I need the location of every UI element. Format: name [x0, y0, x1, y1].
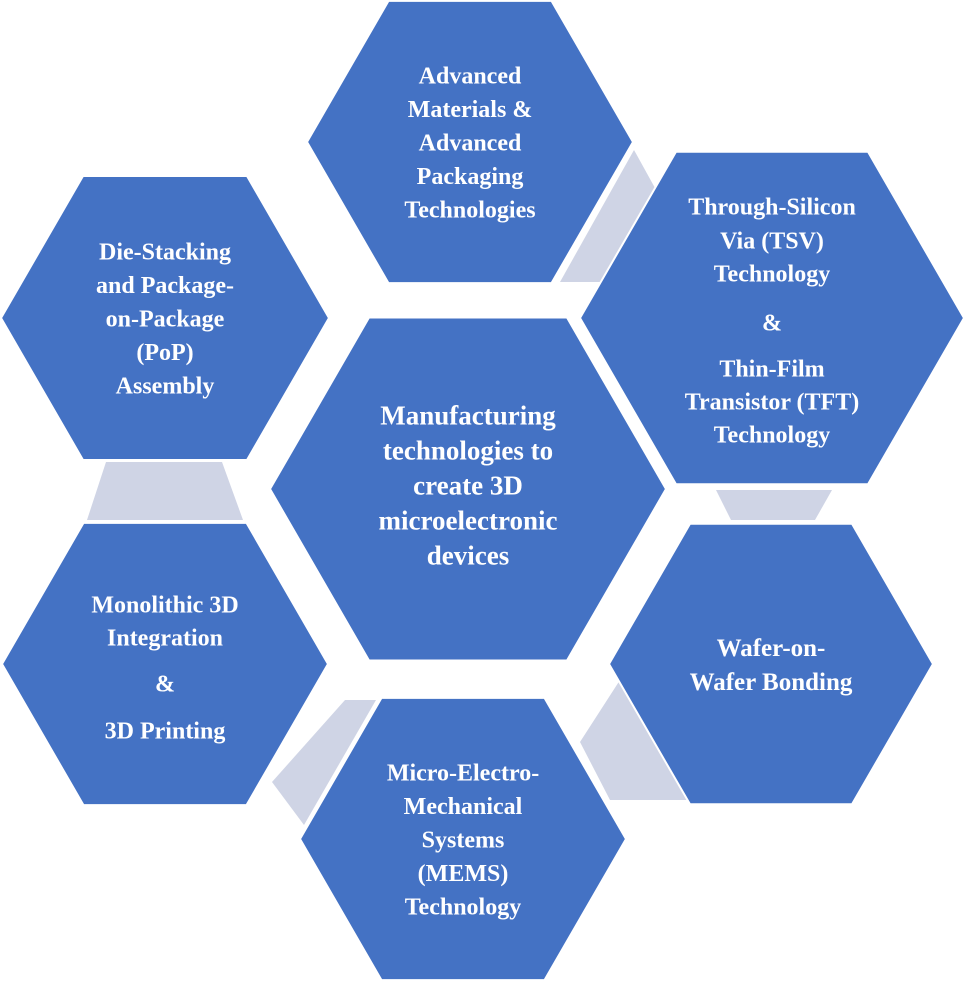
connector-mems-mono — [272, 700, 376, 825]
hexagon-label-line: Monolithic 3D — [91, 592, 238, 618]
connectors-layer — [87, 150, 832, 825]
hexagon-label-line: create 3D — [413, 470, 523, 500]
hexagon-shape-advanced-materials — [305, 0, 635, 285]
hexagon-label-line: Assembly — [116, 373, 215, 399]
hexagon-shape-center — [268, 316, 668, 662]
hexagon-label-line: devices — [427, 540, 509, 570]
hexagon-label-line: Materials & — [408, 97, 533, 123]
hexagon-label-line: (MEMS) — [418, 861, 509, 887]
hexagon-label-line: Micro-Electro- — [387, 760, 539, 786]
hexagon-shape-tsv-tft — [578, 150, 966, 486]
hexagon-label-line: Technologies — [404, 197, 535, 223]
hexagon-label-line: Through-Silicon — [688, 194, 856, 220]
hexagon-label-line: 3D Printing — [105, 718, 226, 744]
hexagon-label-line: Die-Stacking — [99, 239, 231, 265]
hexagon-monolithic-3d: Monolithic 3D Integration & 3D Printing — [0, 521, 330, 807]
hexagon-label-line: Mechanical — [404, 794, 523, 820]
hexagon-shape-wafer-bonding — [607, 522, 935, 806]
hexagon-center: Manufacturing technologies to create 3D mic… — [268, 316, 668, 662]
hexagon-die-stacking: Die-Stacking and Package-on-Package (PoP) A… — [0, 174, 331, 462]
hexagon-label-line: Advanced — [419, 63, 522, 89]
hexagon-label-line: Packaging — [417, 164, 524, 190]
hexagon-label-line: technologies to — [383, 435, 553, 465]
hexagon-wafer-bonding: Wafer-on- Wafer Bonding — [607, 522, 935, 806]
hexagon-shape-mems — [298, 696, 628, 982]
hexagon-label-line: Integration — [107, 625, 223, 651]
connector-die-mono — [87, 462, 243, 520]
hexagon-label-line: (PoP) — [136, 340, 193, 366]
hexagon-label-line: Wafer-on- — [717, 635, 826, 662]
hexagon-label-line: Manufacturing — [380, 400, 556, 430]
hexagon-label-line: Systems — [422, 827, 505, 853]
hexagon-label-line: Thin-Film — [719, 356, 824, 382]
hexagon-shape-die-stacking — [0, 174, 331, 462]
connector-wafer-mems — [580, 680, 690, 800]
connector-tsv-wafer — [716, 490, 832, 520]
hexagon-label-line: Via (TSV) — [720, 228, 824, 254]
hexagon-label-line: and Package- — [96, 273, 234, 299]
hexagon-shape-monolithic-3d — [0, 521, 330, 807]
hexagon-label-line: microelectronic — [379, 505, 558, 535]
hexagon-label-line: & — [155, 671, 175, 697]
hexagon-label-line: on-Package — [106, 306, 225, 332]
hexagon-label-line: Transistor (TFT) — [685, 389, 859, 415]
hexagon-label-line: & — [762, 310, 782, 336]
hexagon-label-line: Advanced — [419, 130, 522, 156]
hexagon-label-line: Wafer Bonding — [690, 669, 853, 696]
connector-materials-tsv — [560, 150, 655, 282]
hexagon-label-line: Technology — [714, 422, 830, 448]
hexagon-label-line: Technology — [714, 261, 830, 287]
hexagon-label-line: Technology — [405, 894, 521, 920]
